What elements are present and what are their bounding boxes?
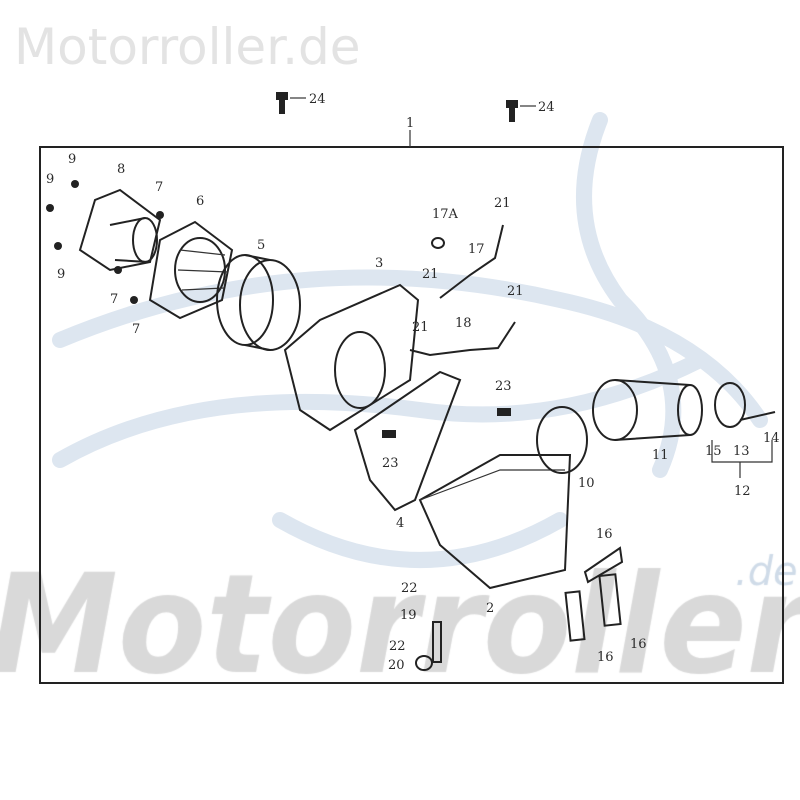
callout-19: 19 <box>400 608 417 623</box>
clamp-13-part <box>714 382 746 428</box>
callout-9: 9 <box>68 152 76 167</box>
callout-6: 6 <box>196 194 204 209</box>
callout-21: 21 <box>494 196 511 211</box>
callout-17a: 17A <box>432 207 459 222</box>
callout-1: 1 <box>406 116 414 131</box>
callout-22: 22 <box>389 639 406 654</box>
drain-19-20-part <box>382 408 511 671</box>
callout-17: 17 <box>468 242 485 257</box>
callout-23: 23 <box>382 456 399 471</box>
callout-14: 14 <box>763 431 780 446</box>
callout-9: 9 <box>46 172 54 187</box>
callout-7: 7 <box>132 322 140 337</box>
air-box-2-part <box>418 454 572 590</box>
callout-15: 15 <box>705 444 722 459</box>
screws-7-9-part <box>46 180 164 304</box>
screw-14-part <box>739 411 776 421</box>
callout-22: 22 <box>401 581 418 596</box>
callout-labels: 24 24 1 9 8 7 6 9 9 7 7 5 3 17A 21 17 21… <box>46 92 780 673</box>
case-cover-3-part <box>283 283 420 432</box>
assembly-frame <box>39 146 784 684</box>
callout-11: 11 <box>652 448 669 463</box>
callout-24: 24 <box>538 100 555 115</box>
watermark-top: Motorroller.de <box>14 18 361 76</box>
callout-16: 16 <box>630 637 647 652</box>
tube-18-part <box>409 321 516 357</box>
callout-16: 16 <box>596 527 613 542</box>
callout-8: 8 <box>117 162 125 177</box>
callout-5: 5 <box>257 238 265 253</box>
leader-12-bracket <box>711 440 773 478</box>
callout-3: 3 <box>375 256 383 271</box>
callout-23: 23 <box>495 379 512 394</box>
callout-21: 21 <box>412 320 429 335</box>
callout-10: 10 <box>578 476 595 491</box>
callout-21: 21 <box>422 267 439 282</box>
callout-4: 4 <box>396 516 404 531</box>
filter-element-5-part <box>216 254 301 351</box>
callout-13: 13 <box>733 444 750 459</box>
bolt-24-part <box>276 92 536 122</box>
callout-24: 24 <box>309 92 326 107</box>
scooter-watermark-icon <box>52 112 768 568</box>
callout-2: 2 <box>486 601 494 616</box>
callout-12: 12 <box>734 484 751 499</box>
cover-8-part <box>78 188 162 272</box>
tube-17-part <box>439 224 504 299</box>
callout-18: 18 <box>455 316 472 331</box>
callout-7: 7 <box>110 292 118 307</box>
callout-20: 20 <box>388 658 405 673</box>
pads-16-part <box>564 546 624 642</box>
duct-11-part <box>592 379 703 441</box>
callout-7: 7 <box>155 180 163 195</box>
callout-9: 9 <box>57 267 65 282</box>
cap-17a-part <box>431 237 445 249</box>
callout-21: 21 <box>507 284 524 299</box>
o-ring-10-part <box>536 406 588 474</box>
callout-16: 16 <box>597 650 614 665</box>
gasket-4-part <box>353 370 462 512</box>
